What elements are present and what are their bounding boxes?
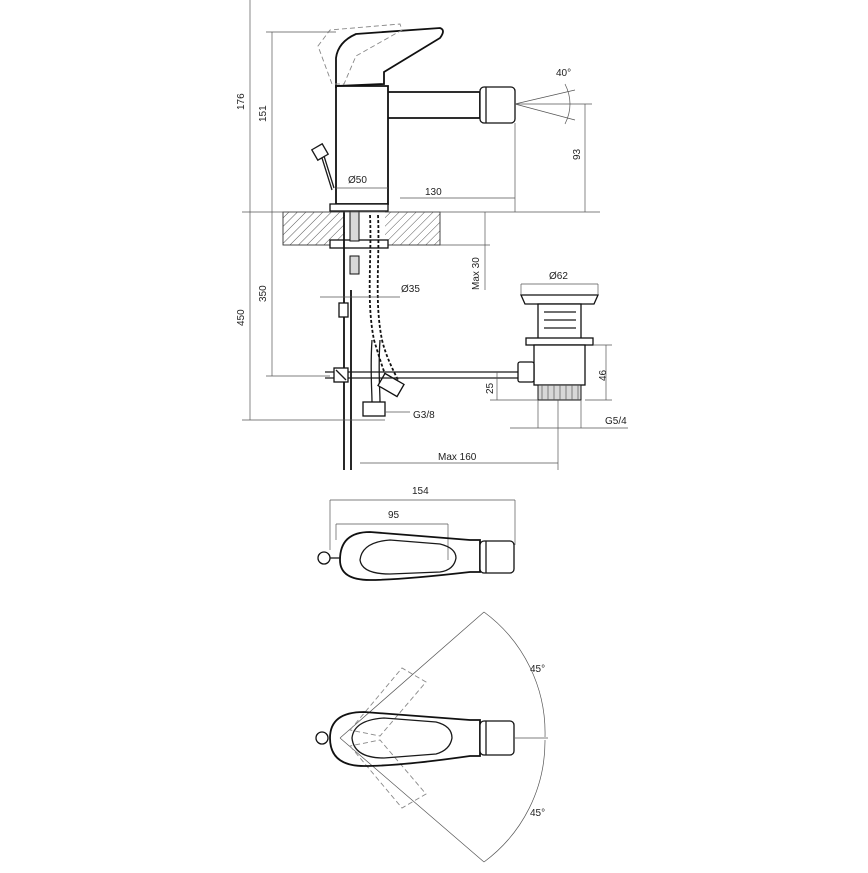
lever-ghost-up [349, 667, 427, 737]
dim-waste-thread: G5/4 [605, 416, 627, 427]
dim-total-height: 176 [236, 93, 247, 110]
dim-waste-height: 46 [598, 369, 609, 381]
dim-spout-reach: 130 [425, 187, 442, 198]
dim-rod-length: Max 160 [438, 452, 477, 463]
lever-ghost-down [349, 739, 427, 809]
dim-max-deck: Max 30 [471, 257, 482, 290]
side-view: 176 151 40° 93 Ø50 130 350 450 Max 30 Ø3… [236, 0, 628, 470]
dimension-lines-side [242, 0, 628, 470]
dim-body-diameter: Ø50 [348, 175, 367, 186]
dim-jet-angle: 40° [556, 68, 571, 79]
dim-total-below: 450 [236, 309, 247, 326]
top-view: 154 95 [317, 486, 516, 581]
faucet-shank [329, 210, 405, 470]
dim-below-counter: 350 [258, 285, 269, 302]
dim-angle-up: 45° [530, 664, 545, 675]
dim-spout-height: 151 [258, 105, 269, 122]
dim-rod-offset: 25 [485, 382, 496, 394]
dim-hole-diameter: Ø35 [401, 284, 420, 295]
waste-drain [517, 294, 600, 401]
dim-hose-thread: G3/8 [413, 410, 435, 421]
dim-jet-height: 93 [572, 148, 583, 160]
dim-waste-diameter: Ø62 [549, 271, 568, 282]
dim-overall-length: 154 [412, 486, 429, 497]
dim-angle-down: 45° [530, 808, 545, 819]
faucet-body [310, 23, 516, 212]
rotation-view: 45° 45° [315, 611, 548, 863]
dim-lever-length: 95 [388, 510, 400, 521]
